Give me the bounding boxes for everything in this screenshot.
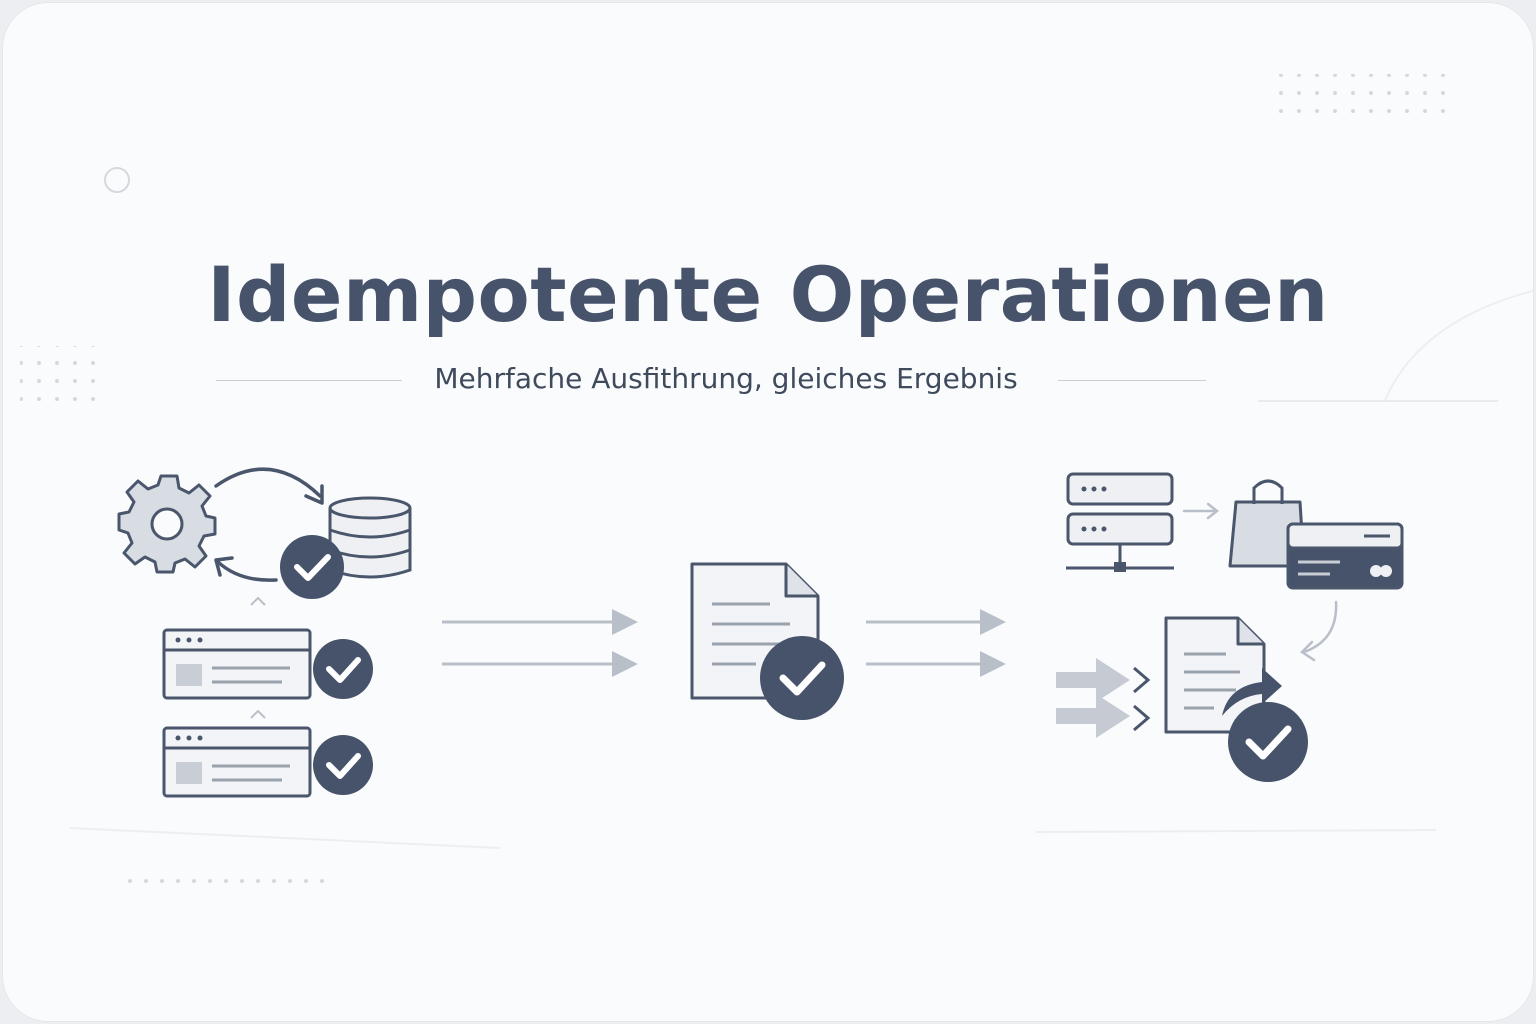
- gear-icon: [117, 474, 217, 574]
- check-icon: [760, 636, 844, 720]
- subtitle-rule-left: [216, 380, 402, 381]
- check-icon: [313, 639, 373, 699]
- right-group: [1056, 472, 1404, 782]
- share-arrow-icon: [1222, 668, 1282, 716]
- page-title: Idempotente Operationen: [207, 250, 1329, 339]
- check-icon: [1228, 702, 1308, 782]
- incoming-arrows-icon: [1056, 658, 1151, 738]
- flow-arrows-right: [866, 609, 1006, 677]
- subtitle-rule-right: [1058, 380, 1206, 381]
- dot-grid-top-right: [1266, 74, 1448, 120]
- floor-line-right: [1035, 829, 1437, 833]
- dot-grid-left: [20, 346, 100, 410]
- return-arrow-icon: [1300, 600, 1338, 662]
- check-icon: [280, 535, 344, 599]
- window-icon: [162, 628, 312, 700]
- database-icon: [328, 496, 412, 579]
- arrow-right-icon: [1182, 502, 1220, 520]
- dot-row-bottom: [128, 879, 324, 883]
- center-group: [690, 562, 844, 720]
- flow-arrows-left: [442, 609, 638, 677]
- chevron-up-icon: [250, 596, 266, 606]
- ring-decoration: [104, 167, 130, 193]
- curve-decoration: [1384, 289, 1536, 401]
- check-icon: [313, 735, 373, 795]
- left-group: [117, 467, 412, 798]
- page-subtitle: Mehrfache Ausfithrung, gleiches Ergebnis: [434, 362, 1018, 395]
- credit-card-icon: [1286, 522, 1404, 590]
- server-icon: [1066, 472, 1174, 572]
- chevron-up-icon: [250, 709, 266, 719]
- floor-line-left: [69, 827, 501, 849]
- window-icon: [162, 726, 312, 798]
- sync-arrows-icon: [214, 467, 324, 582]
- decoration: [20, 74, 1536, 883]
